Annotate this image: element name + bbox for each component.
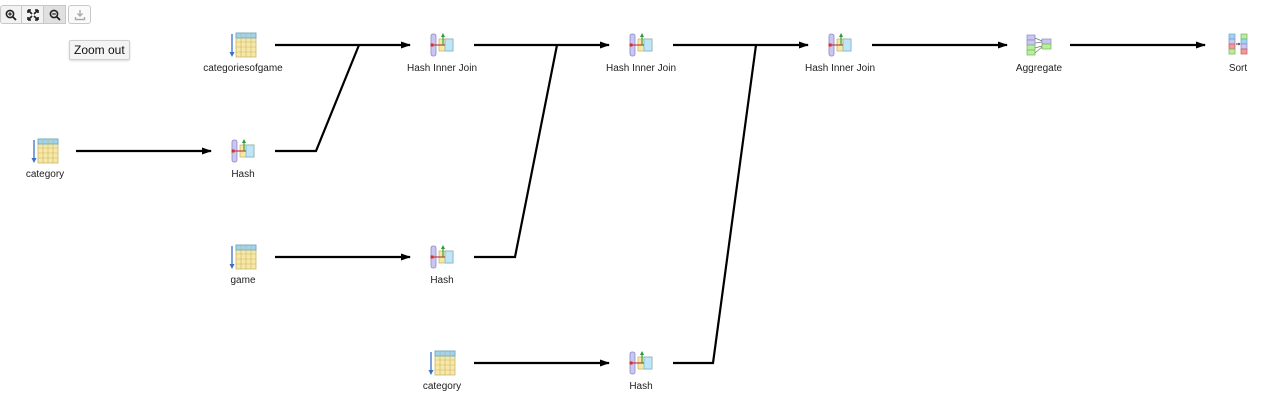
download-button[interactable] xyxy=(68,5,91,24)
sort-icon xyxy=(1228,33,1248,55)
plan-node-game[interactable]: game xyxy=(183,243,303,286)
node-label: Hash xyxy=(430,275,454,286)
plan-node-hash[interactable]: Hash xyxy=(382,243,502,286)
node-label: Hash xyxy=(231,169,255,180)
plan-node-aggregate[interactable]: Aggregate xyxy=(979,31,1099,74)
plan-node-hash-inner-join[interactable]: Hash Inner Join xyxy=(581,31,701,74)
graph-toolbar xyxy=(0,5,91,24)
edge-hash-to-join xyxy=(474,44,559,259)
zoom-out-tooltip: Zoom out xyxy=(69,40,130,60)
node-label: Hash xyxy=(629,381,653,392)
plan-node-hash-inner-join[interactable]: Hash Inner Join xyxy=(382,31,502,74)
expand-icon xyxy=(26,8,39,21)
hash-join-icon xyxy=(629,33,653,57)
node-label: categoriesofgame xyxy=(203,63,283,74)
hash-join-icon xyxy=(430,33,454,57)
zoom-in-icon xyxy=(5,9,17,21)
node-label: game xyxy=(230,275,256,286)
zoom-out-button[interactable] xyxy=(43,5,66,24)
plan-node-hash[interactable]: Hash xyxy=(581,349,701,392)
plan-node-category[interactable]: category xyxy=(0,137,105,180)
plan-node-sort[interactable]: Sort xyxy=(1178,31,1275,74)
table-scan-icon xyxy=(229,244,257,270)
edge-hash-to-join xyxy=(275,44,361,153)
plan-node-categoriesofgame[interactable]: categoriesofgame xyxy=(183,31,303,74)
hash-icon xyxy=(430,245,454,269)
node-label: Aggregate xyxy=(1015,63,1063,74)
table-scan-icon xyxy=(428,350,456,376)
node-label: category xyxy=(25,169,65,180)
node-label: Sort xyxy=(1228,63,1248,74)
node-label: Hash Inner Join xyxy=(605,63,677,74)
aggregate-icon xyxy=(1026,34,1052,56)
table-scan-icon xyxy=(229,32,257,58)
node-label: category xyxy=(422,381,462,392)
table-scan-icon xyxy=(31,138,59,164)
hash-join-icon xyxy=(828,33,852,57)
edge-hash-to-join xyxy=(673,44,758,365)
node-label: Hash Inner Join xyxy=(804,63,876,74)
zoom-out-icon xyxy=(49,9,61,21)
plan-node-hash[interactable]: Hash xyxy=(183,137,303,180)
fit-to-screen-button[interactable] xyxy=(21,5,44,24)
download-icon xyxy=(74,9,85,20)
plan-node-hash-inner-join[interactable]: Hash Inner Join xyxy=(780,31,900,74)
hash-icon xyxy=(629,351,653,375)
plan-node-category[interactable]: category xyxy=(382,349,502,392)
hash-icon xyxy=(231,139,255,163)
node-label: Hash Inner Join xyxy=(406,63,478,74)
